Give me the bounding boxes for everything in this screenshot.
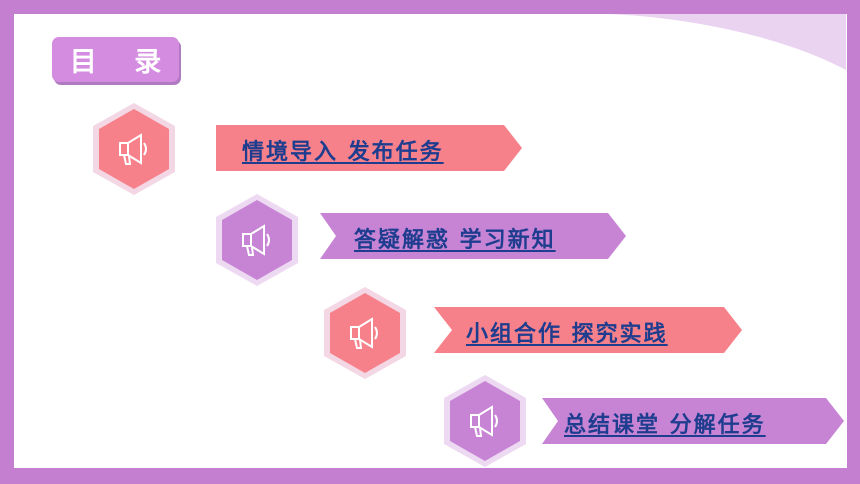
hexagon-badge-3 bbox=[324, 287, 406, 379]
hexagon-badge-2 bbox=[216, 194, 298, 286]
page-title: 目 录 bbox=[52, 37, 179, 82]
menu-item-label[interactable]: 小组合作 探究实践 bbox=[466, 322, 668, 347]
menu-item-label[interactable]: 答疑解惑 学习新知 bbox=[354, 228, 556, 253]
hexagon-badge-1 bbox=[93, 103, 175, 195]
hexagon-badge-4 bbox=[444, 375, 526, 467]
megaphone-icon bbox=[242, 224, 270, 256]
menu-item-1[interactable]: 情境导入 发布任务 bbox=[216, 125, 524, 171]
menu-item-2[interactable]: 答疑解惑 学习新知 bbox=[320, 213, 628, 259]
menu-item-label[interactable]: 情境导入 发布任务 bbox=[242, 140, 444, 165]
page-title-text: 目 录 bbox=[69, 47, 176, 78]
megaphone-icon bbox=[119, 133, 147, 165]
menu-item-3[interactable]: 小组合作 探究实践 bbox=[434, 307, 744, 353]
megaphone-icon bbox=[470, 405, 498, 437]
menu-item-4[interactable]: 总结课堂 分解任务 bbox=[542, 398, 846, 444]
megaphone-icon bbox=[350, 317, 378, 349]
menu-item-label[interactable]: 总结课堂 分解任务 bbox=[564, 413, 766, 438]
